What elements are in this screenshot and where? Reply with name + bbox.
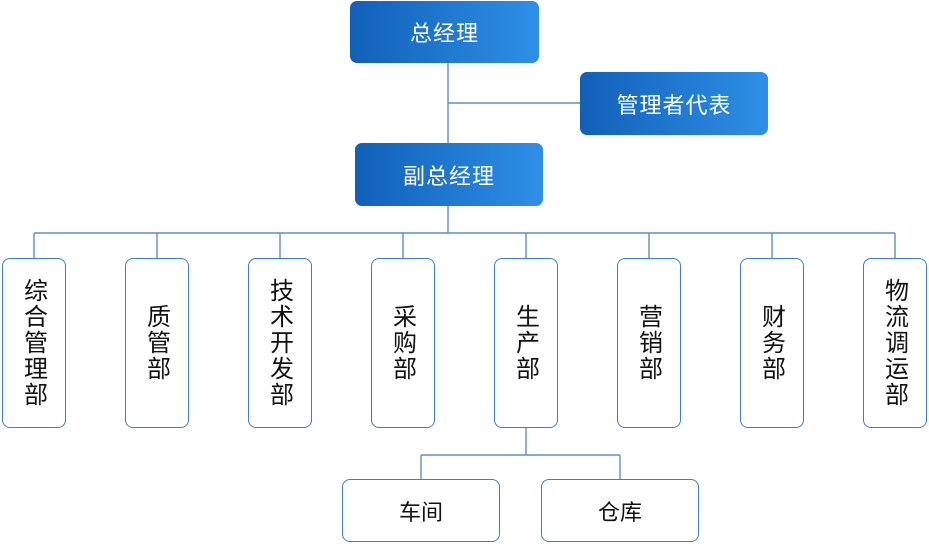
- vice-general-manager-box: 副总经理: [355, 143, 543, 206]
- dept-box-production: 生产部: [494, 258, 558, 428]
- dept-box-technology: 技术开发部: [248, 258, 312, 428]
- dept-label: 生产部: [511, 304, 540, 382]
- dept-box-purchasing: 采购部: [371, 258, 435, 428]
- workshop-label: 车间: [398, 500, 443, 526]
- dept-box-quality: 质管部: [125, 258, 189, 428]
- management-representative-label: 管理者代表: [616, 93, 732, 119]
- dept-label: 质管部: [142, 304, 171, 382]
- warehouse-label: 仓库: [597, 500, 642, 526]
- vice-general-manager-label: 副总经理: [402, 164, 495, 190]
- dept-box-marketing: 营销部: [617, 258, 681, 428]
- management-representative-box: 管理者代表: [580, 72, 768, 135]
- dept-label: 技术开发部: [265, 278, 294, 408]
- dept-label: 物流调运部: [880, 278, 909, 408]
- dept-label: 营销部: [634, 304, 663, 382]
- dept-label: 采购部: [388, 304, 417, 382]
- general-manager-box: 总经理: [350, 1, 539, 63]
- workshop-box: 车间: [342, 479, 500, 542]
- dept-label: 综合管理部: [19, 278, 48, 408]
- warehouse-box: 仓库: [541, 479, 699, 542]
- dept-box-general-management: 综合管理部: [2, 258, 66, 428]
- general-manager-label: 总经理: [409, 22, 479, 47]
- dept-label: 财务部: [757, 304, 786, 382]
- dept-box-finance: 财务部: [740, 258, 804, 428]
- dept-box-logistics: 物流调运部: [863, 258, 927, 428]
